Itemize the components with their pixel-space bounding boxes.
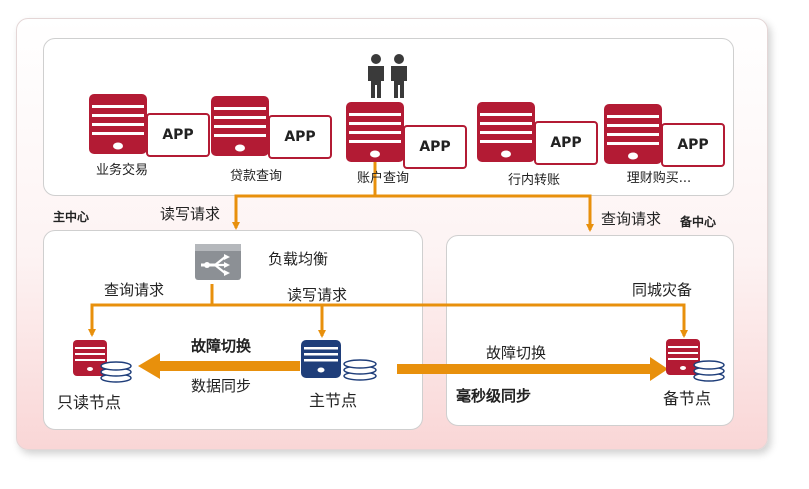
app-item-transfer: APP 行内转账: [476, 101, 606, 188]
failover-left-label: 故障切换: [191, 337, 252, 355]
query-request-left-label: 查询请求: [104, 281, 165, 299]
query-request-top-label: 查询请求: [601, 210, 662, 228]
app-name: 行内转账: [507, 173, 560, 188]
server-icon: [477, 102, 535, 162]
backup-center-label: 备中心: [680, 215, 717, 229]
app-name: 贷款查询: [229, 169, 282, 184]
app-name: 业务交易: [95, 163, 148, 178]
rw-request-mid-label: 读写请求: [287, 286, 348, 304]
backup-node-icon: [666, 339, 725, 382]
readonly-node-label: 只读节点: [57, 393, 122, 412]
app-badge: APP: [146, 113, 210, 157]
app-name: 账户查询: [356, 171, 409, 186]
backup-node-label: 备节点: [663, 389, 712, 408]
app-name: 理财购买...: [626, 171, 692, 186]
readonly-node-icon: [73, 340, 132, 383]
app-badge: APP: [534, 121, 598, 165]
same-city-dr-label: 同城灾备: [632, 281, 693, 299]
server-icon: [346, 102, 404, 162]
primary-node-label: 主节点: [309, 391, 358, 410]
server-icon: [89, 94, 147, 154]
app-badge: APP: [661, 123, 725, 167]
ms-sync-label: 毫秒级同步: [456, 387, 532, 405]
load-balance-label: 负载均衡: [268, 250, 329, 268]
failover-right-label: 故障切换: [486, 344, 547, 362]
main-center-label: 主中心: [53, 210, 90, 224]
app-item-wealth-purchase: APP 理财购买...: [603, 103, 733, 186]
app-badge: APP: [268, 115, 332, 159]
people-icon: [368, 54, 407, 98]
app-item-account-query: APP 账户查询: [345, 101, 475, 186]
server-icon: [211, 96, 269, 156]
app-item-loan-query: APP 贷款查询: [210, 95, 340, 184]
rw-request-top-label: 读写请求: [160, 205, 221, 223]
primary-node-icon: [301, 340, 377, 381]
app-badge: APP: [403, 125, 467, 169]
server-icon: [604, 104, 662, 164]
load-balancer-icon: [195, 244, 241, 280]
app-item-trading: APP 业务交易: [88, 93, 218, 178]
data-sync-label: 数据同步: [191, 377, 252, 395]
